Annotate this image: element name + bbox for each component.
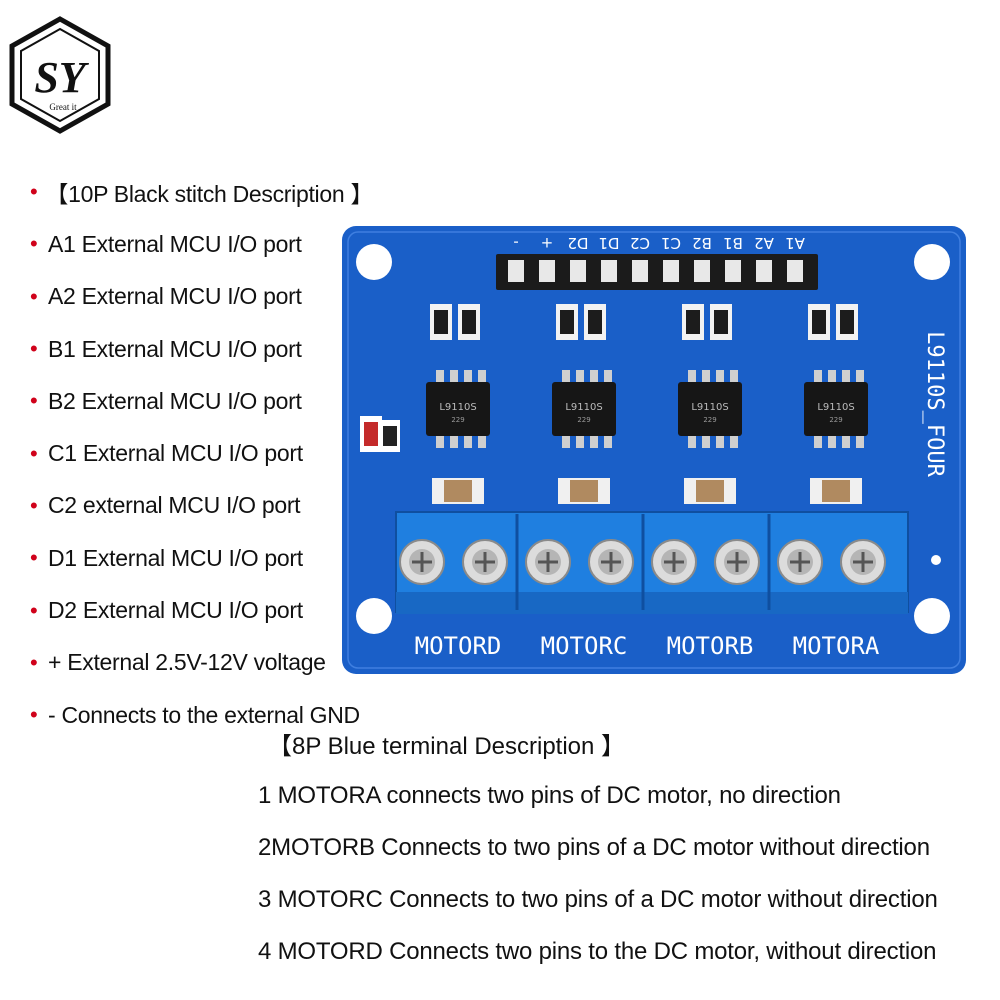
pin-label: A2 External MCU I/O port	[48, 283, 302, 310]
header-pin	[539, 260, 555, 282]
header-pin	[694, 260, 710, 282]
header-pin	[601, 260, 617, 282]
mount-hole	[914, 598, 950, 634]
motor-label: MOTORA	[793, 632, 880, 660]
chip-label: L9110S	[691, 402, 728, 413]
header-pin	[725, 260, 741, 282]
mount-hole	[914, 244, 950, 280]
bullet-icon: •	[30, 283, 38, 309]
chip-code: 229	[577, 416, 590, 424]
list-item: • - Connects to the external GND	[30, 689, 360, 741]
pin-label: C2 external MCU I/O port	[48, 492, 301, 519]
section-title: 【10P Black stitch Description 】	[45, 181, 374, 208]
driver-chip	[426, 382, 490, 436]
list-item: 3 MOTORC Connects to two pins of a DC mo…	[258, 886, 938, 913]
list-item: 4 MOTORD Connects two pins to the DC mot…	[258, 938, 937, 965]
chip-label: L9110S	[817, 402, 854, 413]
terminal-title: 【8P Blue terminal Description 】	[268, 733, 626, 760]
list-item: • 【10P Black stitch Description 】	[30, 166, 373, 218]
list-item: • + External 2.5V-12V voltage	[30, 637, 360, 689]
list-item: 1 MOTORA connects two pins of DC motor, …	[258, 782, 841, 809]
pin-label: D2 External MCU I/O port	[48, 597, 303, 624]
list-item: • C1 External MCU I/O port	[30, 427, 360, 479]
chip-code: 229	[703, 416, 716, 424]
brand-logo: SY Great it	[9, 16, 111, 134]
bullet-icon: •	[30, 388, 38, 414]
header-pin	[632, 260, 648, 282]
logo-text: SY	[34, 53, 89, 102]
list-item: • C2 external MCU I/O port	[30, 480, 360, 532]
header-pin-label: A2	[754, 234, 774, 252]
list-item: • A1 External MCU I/O port	[30, 218, 360, 270]
header-pin-label: C1	[661, 234, 681, 252]
chip-label: L9110S	[439, 402, 476, 413]
header-pin-label: A1	[785, 234, 805, 252]
header-pin-label: D2	[567, 234, 588, 252]
header-pin	[570, 260, 586, 282]
pin-label: A1 External MCU I/O port	[48, 230, 302, 257]
bullet-icon: •	[30, 440, 38, 466]
mount-hole	[356, 244, 392, 280]
header-pin	[787, 260, 803, 282]
header-pin	[663, 260, 679, 282]
bullet-icon: •	[30, 231, 38, 257]
pin-label: + External 2.5V-12V voltage	[48, 649, 326, 676]
pin-label: - Connects to the external GND	[48, 701, 360, 728]
header-pin-label: B1	[723, 234, 743, 252]
motor-label: MOTORC	[541, 632, 628, 660]
bullet-icon: •	[30, 597, 38, 623]
board-name: L9110S_FOUR	[922, 331, 947, 477]
header-pin-label: -	[513, 234, 518, 252]
pin-header	[496, 254, 818, 290]
bullet-icon: •	[30, 336, 38, 362]
chip-code: 229	[451, 416, 464, 424]
mount-hole	[356, 598, 392, 634]
chip-label: L9110S	[565, 402, 602, 413]
pin-label: B1 External MCU I/O port	[48, 335, 302, 362]
header-pin	[508, 260, 524, 282]
pin-description-list: • 【10P Black stitch Description 】 • A1 Ext…	[30, 166, 373, 741]
driver-chip	[678, 382, 742, 436]
list-item: • A2 External MCU I/O port	[30, 271, 360, 323]
driver-chip	[804, 382, 868, 436]
list-item: 2MOTORB Connects to two pins of a DC mot…	[258, 834, 930, 861]
l9110s-board: - + D2 D1 C2 C1 B2 B1 A2 A1 L9110S 229 L9110S 229 L91…	[342, 226, 966, 674]
pin-label: C1 External MCU I/O port	[48, 440, 303, 467]
pin-label: D1 External MCU I/O port	[48, 544, 303, 571]
pin-label: B2 External MCU I/O port	[48, 387, 302, 414]
list-item: • D1 External MCU I/O port	[30, 532, 360, 584]
terminal-block	[395, 511, 909, 614]
header-pin-label: +	[541, 234, 554, 252]
driver-chip	[552, 382, 616, 436]
list-item: • D2 External MCU I/O port	[30, 584, 360, 636]
header-pin-label: C2	[630, 234, 650, 252]
bullet-icon: •	[30, 492, 38, 518]
logo-tagline: Great it	[49, 102, 77, 112]
motor-label: MOTORB	[667, 632, 754, 660]
chip-code: 229	[829, 416, 842, 424]
header-pin-label: B2	[692, 234, 712, 252]
bullet-icon: •	[30, 649, 38, 675]
motor-label: MOTORD	[415, 632, 502, 660]
list-item: • B2 External MCU I/O port	[30, 375, 360, 427]
header-pin-label: D1	[598, 234, 619, 252]
bullet-icon: •	[30, 179, 38, 205]
terminal-description-list: 1 MOTORA connects two pins of DC motor, …	[258, 770, 988, 978]
header-pin	[756, 260, 772, 282]
bullet-icon: •	[30, 702, 38, 728]
bullet-icon: •	[30, 545, 38, 571]
list-item: • B1 External MCU I/O port	[30, 323, 360, 375]
